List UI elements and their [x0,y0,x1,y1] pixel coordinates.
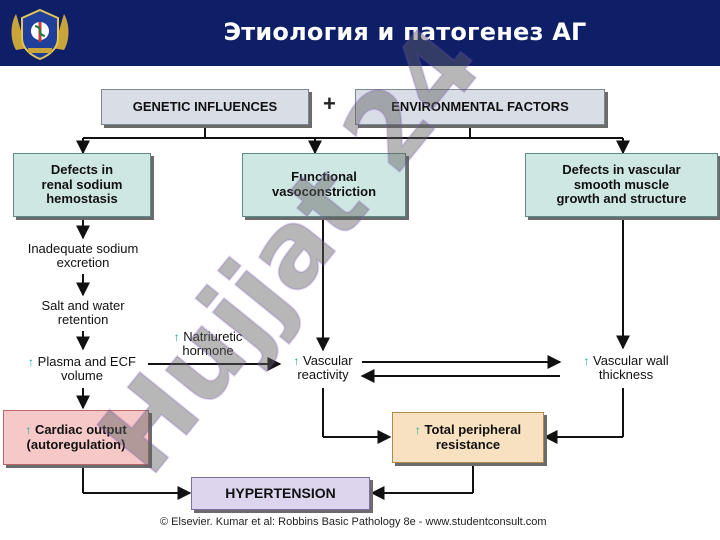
functional-line-2: vasoconstriction [271,184,377,199]
genetic-influences-box: GENETIC INFLUENCES [101,89,309,125]
inadequate-line-2: excretion [56,255,110,271]
page-title: Этиология и патогенез АГ [223,18,587,46]
inadequate-sodium-text: Inadequate sodium excretion [6,241,160,271]
inadequate-line-1: Inadequate sodium [27,241,139,256]
increase-arrow-icon: ↑ [414,422,421,437]
copyright-text: © Elsevier. Kumar et al: Robbins Basic P… [160,516,547,528]
tpr-line-1: Total peripheral [424,421,522,437]
vascular-defects-box: Defects in vascular smooth muscle growth… [525,153,718,217]
plasma-volume-text: ↑ Plasma and ECF volume [8,354,156,384]
natriuretic-line-2: hormone [182,343,234,359]
renal-line-3: hemostasis [46,191,118,207]
plasma-line-1: Plasma and ECF [37,354,136,369]
wall-line-2: thickness [598,367,654,383]
cardiac-line-1: Cardiac output [34,421,127,437]
hypertension-box: HYPERTENSION [191,477,370,510]
emblem-logo-icon [11,8,69,61]
vascular-defects-line-1: Defects in vascular [562,161,681,177]
hypertension-label: HYPERTENSION [225,485,336,502]
genetic-influences-label: GENETIC INFLUENCES [132,98,278,114]
salt-line-2: retention [57,312,109,328]
header-bar: Этиология и патогенез АГ [0,0,720,66]
tpr-box: ↑ Total peripheral resistance [392,412,544,463]
wall-thickness-text: ↑ Vascular wall thickness [562,353,690,383]
increase-arrow-icon: ↑ [173,330,180,344]
functional-line-1: Functional [291,169,357,185]
functional-vasoconstriction-box: Functional vasoconstriction [242,153,406,217]
renal-line-2: renal sodium [41,176,123,192]
renal-line-1: Defects in [50,161,114,177]
environmental-factors-box: ENVIRONMENTAL FACTORS [355,89,605,125]
plus-sign: + [323,91,336,116]
natriuretic-hormone-text: ↑ Natriuretic hormone [160,329,256,359]
renal-defects-box: Defects in renal sodium hemostasis [13,153,151,217]
plasma-line-2: volume [61,368,103,384]
cardiac-output-box: ↑ Cardiac output (autoregulation) [3,410,149,465]
vascular-defects-line-3: growth and structure [556,191,687,207]
wall-line-1: Vascular wall [593,353,669,368]
salt-line-1: Salt and water [41,298,125,313]
cardiac-line-2: (autoregulation) [26,436,126,452]
increase-arrow-icon: ↑ [293,354,300,368]
reactivity-line-1: Vascular [303,353,353,368]
vascular-defects-line-2: smooth muscle [573,176,670,192]
natriuretic-line-1: Natriuretic [183,329,243,344]
environmental-factors-label: ENVIRONMENTAL FACTORS [391,98,569,114]
increase-arrow-icon: ↑ [28,355,35,369]
tpr-line-2: resistance [435,436,501,452]
reactivity-line-2: reactivity [297,367,349,383]
salt-water-text: Salt and water retention [6,298,160,328]
vascular-reactivity-text: ↑ Vascular reactivity [282,353,364,383]
increase-arrow-icon: ↑ [583,354,590,368]
increase-arrow-icon: ↑ [25,422,32,437]
